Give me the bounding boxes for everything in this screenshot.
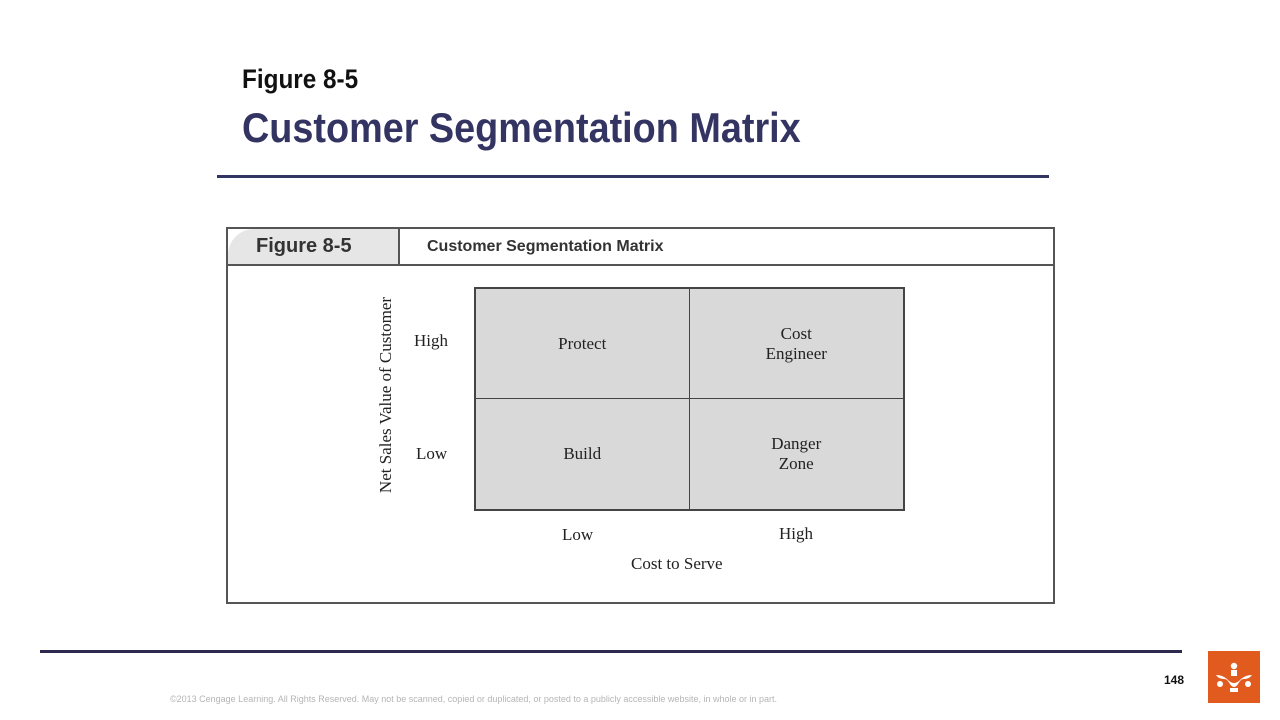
x-axis-high-label: High [779, 524, 813, 543]
figure-tab: Figure 8-5 [228, 229, 400, 264]
y-axis-high-label: High [414, 331, 448, 350]
figure-number: Figure 8-5 [242, 64, 359, 94]
x-axis-low-label: Low [562, 525, 594, 544]
x-axis-title: Cost to Serve [631, 554, 723, 573]
cell-cost-engineer: Cost Engineer [689, 289, 903, 399]
figure-box: Figure 8-5 Customer Segmentation Matrix … [226, 227, 1055, 604]
copyright-notice: ©2013 Cengage Learning. All Rights Reser… [170, 694, 777, 704]
figure-bar-title: Customer Segmentation Matrix [427, 238, 664, 255]
cell-build: Build [476, 399, 690, 509]
figure-tab-label: Figure 8-5 [256, 235, 352, 257]
y-axis-title: Net Sales Value of Customer [376, 296, 395, 494]
y-axis-low-label: Low [416, 444, 448, 463]
footer-divider [40, 650, 1182, 653]
cell-danger-zone: Danger Zone [689, 399, 903, 509]
cell-protect: Protect [476, 289, 690, 399]
segmentation-matrix: Protect Cost Engineer Build Danger Zone [474, 287, 905, 511]
figure-title-bar: Figure 8-5 Customer Segmentation Matrix [228, 229, 1053, 266]
page-number: 148 [1164, 673, 1185, 687]
page-title: Customer Segmentation Matrix [242, 104, 801, 151]
title-divider [217, 175, 1049, 178]
cengage-logo-icon [1208, 651, 1260, 703]
slide-header: Figure 8-5 Customer Segmentation Matrix [242, 66, 863, 149]
